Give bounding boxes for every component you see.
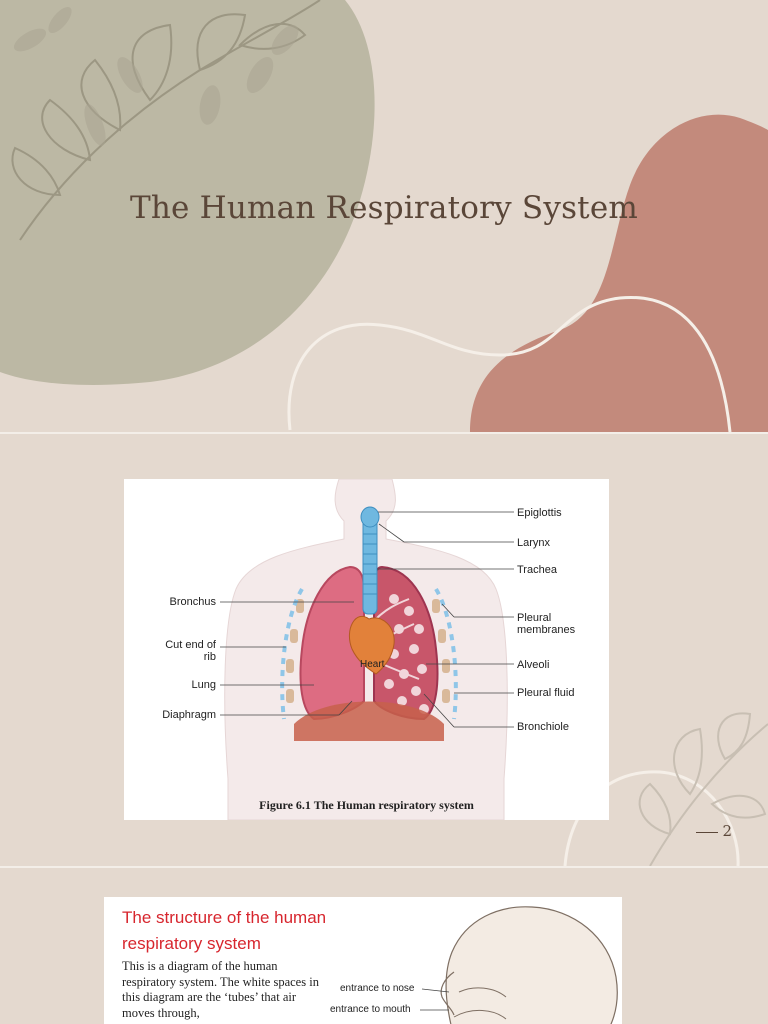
- slide-title: The Human Respiratory System: [130, 190, 638, 226]
- head-profile-illustration: [420, 906, 618, 1024]
- page-number-value: 2: [722, 822, 732, 840]
- label-entrance-to-nose: entrance to nose: [340, 983, 415, 994]
- structure-card: The structure of the human respiratory s…: [104, 897, 622, 1024]
- label-bronchus: Bronchus: [169, 596, 216, 608]
- label-bronchiole: Bronchiole: [517, 721, 569, 733]
- label-trachea: Trachea: [517, 564, 557, 576]
- label-lung: Lung: [191, 679, 216, 691]
- larynx-shape: [360, 506, 380, 528]
- airway-lines: [453, 987, 507, 1020]
- leader-lines: [220, 511, 514, 728]
- respiratory-diagram-illustration: [220, 479, 514, 820]
- label-diaphragm: Diaphragm: [162, 709, 216, 721]
- structure-heading: The structure of the human respiratory s…: [122, 908, 327, 953]
- sage-blob: [0, 0, 375, 385]
- label-entrance-to-mouth: entrance to mouth: [330, 1004, 411, 1015]
- page-number: 2: [696, 822, 732, 840]
- rib-segments: [286, 599, 450, 703]
- label-pleural-membranes: Pleural membranes: [517, 612, 576, 636]
- white-curve-line: [287, 295, 732, 432]
- slide2-decorations: [563, 712, 768, 866]
- structure-slide: The structure of the human respiratory s…: [0, 868, 768, 1024]
- head-outline: [445, 906, 618, 1024]
- structure-body-text: This is a diagram of the human respirato…: [122, 959, 319, 1020]
- slide-divider: [0, 866, 768, 868]
- trachea-tube: [362, 518, 378, 615]
- respiratory-figure: Epiglottis Larynx Trachea Pleural membra…: [124, 479, 609, 820]
- label-cut-end-of-rib: Cut end of rib: [165, 639, 216, 663]
- label-heart: Heart: [360, 659, 385, 670]
- pleural-membrane-left: [280, 587, 304, 720]
- diaphragm-muscle: [294, 701, 444, 741]
- label-alveoli: Alveoli: [517, 659, 550, 671]
- diagram-slide: Epiglottis Larynx Trachea Pleural membra…: [0, 434, 768, 866]
- leaf-branch-icon: [638, 712, 768, 866]
- figure-caption: Figure 6.1 The Human respiratory system: [259, 798, 474, 812]
- title-slide: The Human Respiratory System: [0, 0, 768, 432]
- leader-nose: [421, 988, 450, 993]
- label-pleural-fluid: Pleural fluid: [517, 687, 575, 699]
- label-epiglottis: Epiglottis: [517, 507, 562, 519]
- heart-shape: [348, 616, 395, 675]
- trachea-rings: [363, 533, 377, 595]
- page-dash: [696, 831, 719, 833]
- slide-divider: [0, 432, 768, 434]
- pleural-membrane-right: [434, 587, 458, 720]
- terracotta-blob: [470, 114, 768, 432]
- leaf-cluster-icon: [13, 6, 299, 146]
- decorative-background: [0, 0, 768, 432]
- nose-profile: [440, 971, 455, 1016]
- label-larynx: Larynx: [517, 537, 551, 549]
